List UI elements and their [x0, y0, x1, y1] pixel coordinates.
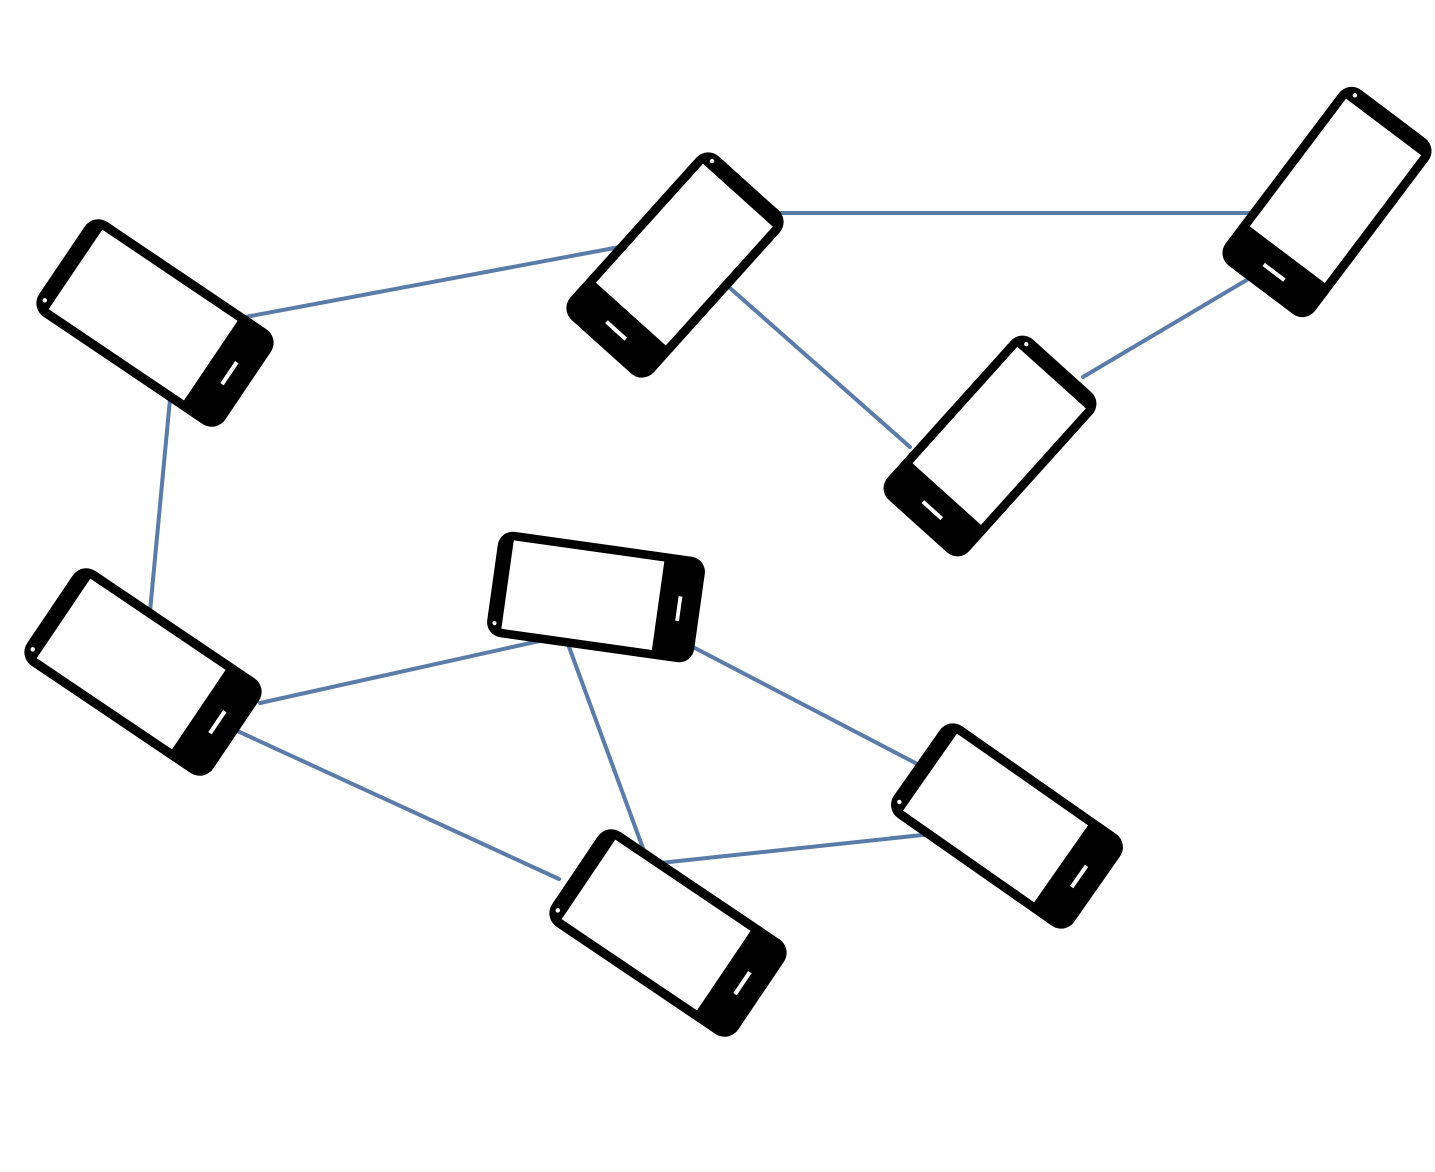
camera-icon — [492, 620, 497, 626]
smartphone-icon — [36, 219, 274, 427]
home-button-icon — [675, 596, 683, 622]
camera-icon — [1024, 342, 1029, 347]
home-button-icon — [921, 500, 944, 521]
home-button-icon — [605, 320, 628, 341]
phone-screen — [595, 163, 773, 346]
link-phone-5-phone-6 — [258, 634, 564, 705]
smartphone-icon — [487, 531, 705, 663]
smartphone-icon — [891, 723, 1123, 929]
home-button-icon — [220, 361, 239, 386]
smartphone-icon — [1222, 86, 1432, 318]
link-phone-3-phone-4 — [1081, 263, 1274, 379]
camera-icon — [897, 799, 902, 805]
link-phone-1-phone-5 — [147, 376, 174, 624]
smartphone-icon — [566, 152, 784, 378]
home-button-icon — [208, 710, 227, 735]
phone-screen — [501, 540, 665, 650]
home-button-icon — [733, 971, 752, 996]
link-phone-7-phone-8 — [658, 829, 962, 865]
camera-icon — [1352, 93, 1358, 98]
phone-screen — [36, 578, 226, 750]
phone-screen — [561, 839, 751, 1011]
camera-icon — [709, 158, 715, 164]
smartphone-icon — [549, 829, 787, 1037]
camera-icon — [555, 908, 561, 913]
link-phone-5-phone-8 — [218, 721, 561, 881]
phone-screen — [1249, 98, 1422, 283]
phone-screen — [48, 229, 238, 401]
network-links — [147, 211, 1274, 881]
network-devices — [24, 86, 1432, 1037]
link-phone-6-phone-8 — [563, 634, 646, 853]
smartphone-icon — [24, 568, 262, 776]
link-phone-2-phone-4 — [720, 279, 912, 449]
smartphone-icon — [883, 335, 1097, 557]
link-phone-1-phone-2 — [238, 244, 627, 320]
camera-icon — [42, 298, 48, 303]
home-button-icon — [1069, 864, 1089, 889]
camera-icon — [30, 647, 36, 652]
home-button-icon — [1262, 262, 1286, 282]
phone-screen — [912, 346, 1086, 525]
link-phone-6-phone-7 — [666, 632, 927, 770]
phone-screen — [903, 733, 1089, 903]
